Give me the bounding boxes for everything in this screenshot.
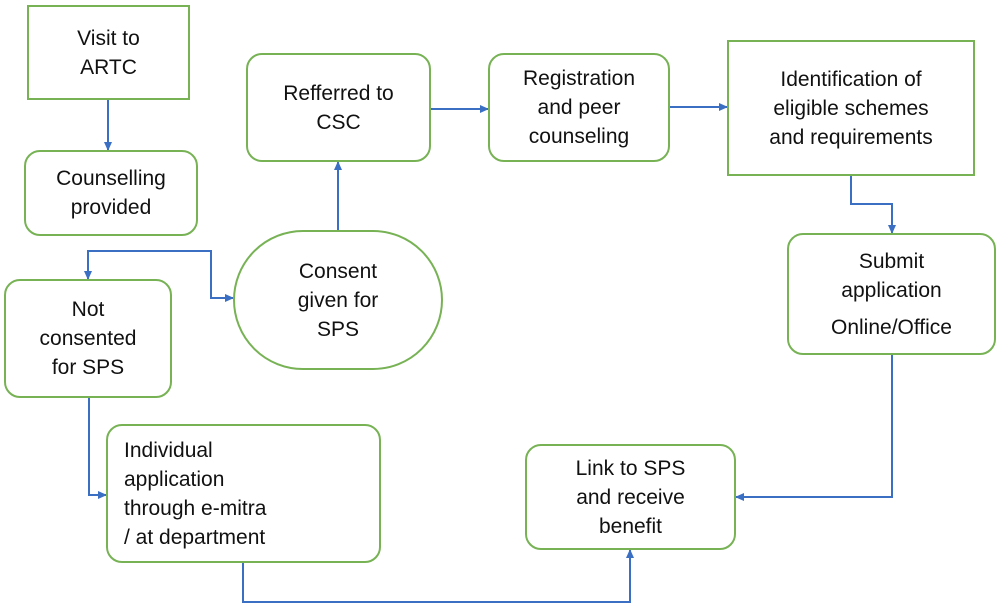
node-text: Submit bbox=[858, 249, 925, 273]
node-text: Refferred to bbox=[283, 81, 394, 105]
node-counselling-provided: Counselling provided bbox=[24, 150, 198, 236]
node-consent-given: Consent given for SPS bbox=[233, 230, 443, 370]
node-identification: Identification of eligible schemes and r… bbox=[727, 40, 975, 176]
node-text: Identification of bbox=[780, 67, 922, 91]
node-text: Counselling bbox=[56, 167, 166, 190]
node-not-consented: Not consented for SPS bbox=[4, 279, 172, 398]
node-text: Online/Office bbox=[830, 315, 952, 339]
node-text: and peer bbox=[537, 96, 621, 119]
node-text: and receive bbox=[576, 485, 685, 509]
node-text: eligible schemes bbox=[773, 96, 929, 120]
arrow-submit-to-link bbox=[735, 355, 893, 501]
node-text: application bbox=[841, 278, 942, 302]
node-visit-artc: Visit to ARTC bbox=[27, 5, 190, 100]
arrow-not-consented-to-individual bbox=[88, 398, 107, 499]
node-submit-application: Submit application Online/Office bbox=[787, 233, 996, 355]
node-link-sps: Link to SPS and receive benefit bbox=[525, 444, 736, 550]
node-text: Individual bbox=[124, 438, 213, 462]
node-text: for SPS bbox=[51, 356, 125, 379]
arrow-individual-to-link bbox=[242, 549, 634, 603]
node-text: Not bbox=[71, 298, 105, 321]
node-text: through e-mitra bbox=[124, 496, 267, 520]
arrow-not-consented-to-consent bbox=[210, 251, 234, 302]
node-text: CSC bbox=[316, 110, 361, 134]
node-text: given for bbox=[297, 288, 379, 312]
node-referred-csc: Refferred to CSC bbox=[246, 53, 431, 162]
node-text: / at department bbox=[124, 525, 266, 549]
node-text: SPS bbox=[316, 317, 360, 341]
node-registration: Registration and peer counseling bbox=[488, 53, 670, 162]
node-text: counseling bbox=[528, 125, 630, 148]
node-text: benefit bbox=[598, 514, 663, 538]
node-text: provided bbox=[70, 196, 152, 219]
arrow-identification-to-submit bbox=[850, 176, 896, 234]
node-text: Visit to bbox=[77, 26, 140, 50]
node-text: Link to SPS bbox=[575, 456, 686, 480]
node-individual-application: Individual application through e-mitra /… bbox=[106, 424, 381, 563]
node-text: application bbox=[124, 467, 225, 491]
node-text: consented bbox=[39, 327, 137, 350]
node-text: Registration bbox=[522, 67, 636, 90]
node-text: ARTC bbox=[80, 55, 137, 79]
node-text: Consent bbox=[298, 259, 378, 283]
node-text: and requirements bbox=[769, 125, 933, 149]
